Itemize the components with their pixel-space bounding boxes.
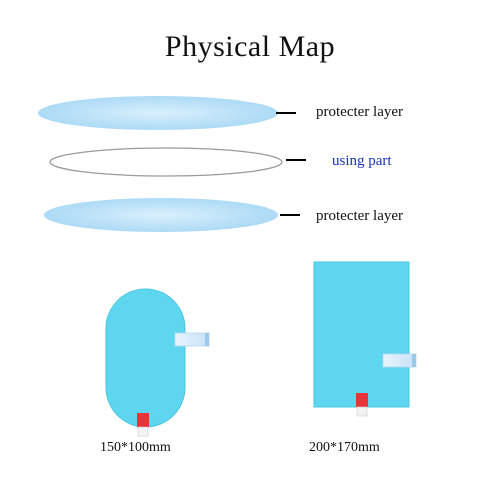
oval-film-product	[105, 288, 210, 437]
top-layer-label: protecter layer	[316, 104, 404, 120]
bottom-protecter-layer	[44, 198, 278, 232]
oval-peel-tab	[174, 332, 210, 347]
rectangle-red-sticker	[356, 393, 368, 407]
page-title: Physical Map	[164, 30, 336, 63]
bottom-layer-label: protecter layer	[316, 208, 404, 224]
rectangle-peel-tab	[382, 353, 417, 368]
oval-red-sticker	[137, 413, 149, 427]
using-part-layer	[49, 147, 283, 177]
top-protecter-layer	[38, 96, 278, 130]
rectangle-film-product	[313, 261, 417, 417]
using-part-label: using part	[332, 153, 392, 169]
oval-size-label: 150*100mm	[100, 440, 171, 455]
rectangle-size-label: 200*170mm	[309, 440, 380, 455]
